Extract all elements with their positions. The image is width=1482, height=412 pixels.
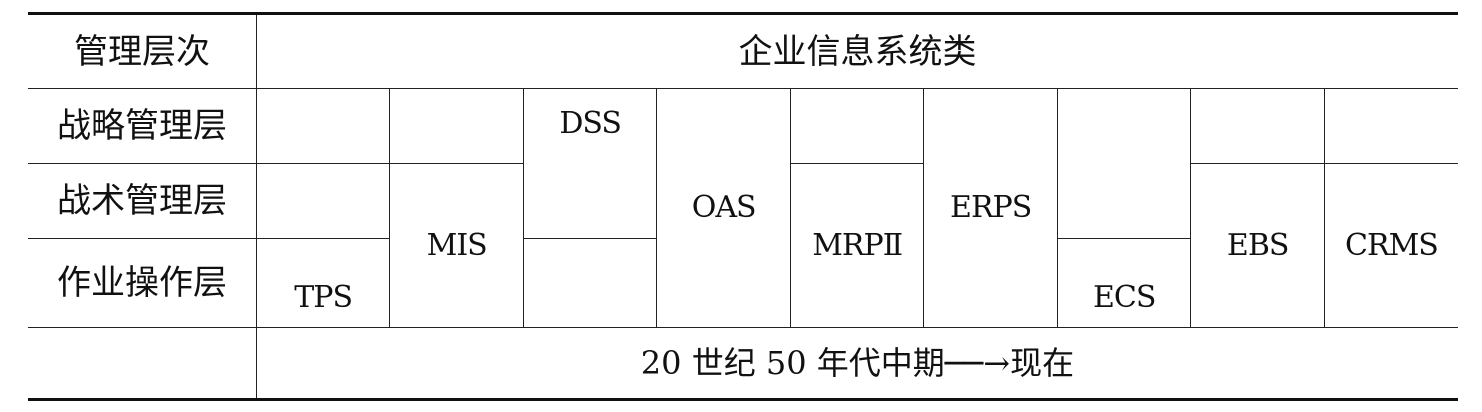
tps-cell: TPS — [255, 238, 391, 328]
table-header-row: 管理层次 企业信息系统类 — [28, 13, 1458, 89]
level-tactical-cell: 战术管理层 — [28, 163, 257, 239]
empty-cell — [1190, 88, 1325, 164]
timeline-cell: 20 世纪 50 年代中期──→现在 — [255, 327, 1458, 400]
empty-cell — [1056, 88, 1192, 239]
ebs-cell: EBS — [1190, 163, 1325, 328]
dss-cell: DSS — [522, 88, 658, 239]
mis-cell: MIS — [389, 163, 524, 328]
empty-cell — [255, 88, 391, 164]
empty-cell — [255, 163, 391, 239]
table-row-strategic: 战略管理层 DSS OAS ERPS — [28, 88, 1458, 328]
level-header-cell: 管理层次 — [28, 13, 257, 89]
table-footer-row: 20 世纪 50 年代中期──→现在 — [28, 327, 1458, 400]
category-header-cell: 企业信息系统类 — [255, 13, 1458, 89]
document-table-container: 管理层次 企业信息系统类 战略管理层 DSS OAS ERPS 战术管理层 MI… — [28, 12, 1458, 401]
crms-cell: CRMS — [1323, 163, 1458, 328]
table-row-operational: 作业操作层 TPS ECS — [28, 238, 1458, 328]
ecs-cell: ECS — [1056, 238, 1191, 328]
erps-cell: ERPS — [923, 88, 1058, 328]
table-row-tactical: 战术管理层 MIS MRPⅡ EBS CRMS — [28, 163, 1458, 328]
empty-cell — [789, 88, 925, 164]
enterprise-info-systems-table: 管理层次 企业信息系统类 战略管理层 DSS OAS ERPS 战术管理层 MI… — [28, 12, 1458, 401]
empty-cell — [1323, 88, 1458, 164]
mrp-cell: MRPⅡ — [789, 163, 925, 328]
oas-cell: OAS — [656, 88, 791, 328]
level-strategic-cell: 战略管理层 — [28, 88, 257, 164]
empty-cell — [389, 88, 524, 164]
level-operational-cell: 作业操作层 — [28, 238, 257, 328]
empty-cell — [522, 238, 658, 328]
empty-cell — [28, 327, 257, 400]
